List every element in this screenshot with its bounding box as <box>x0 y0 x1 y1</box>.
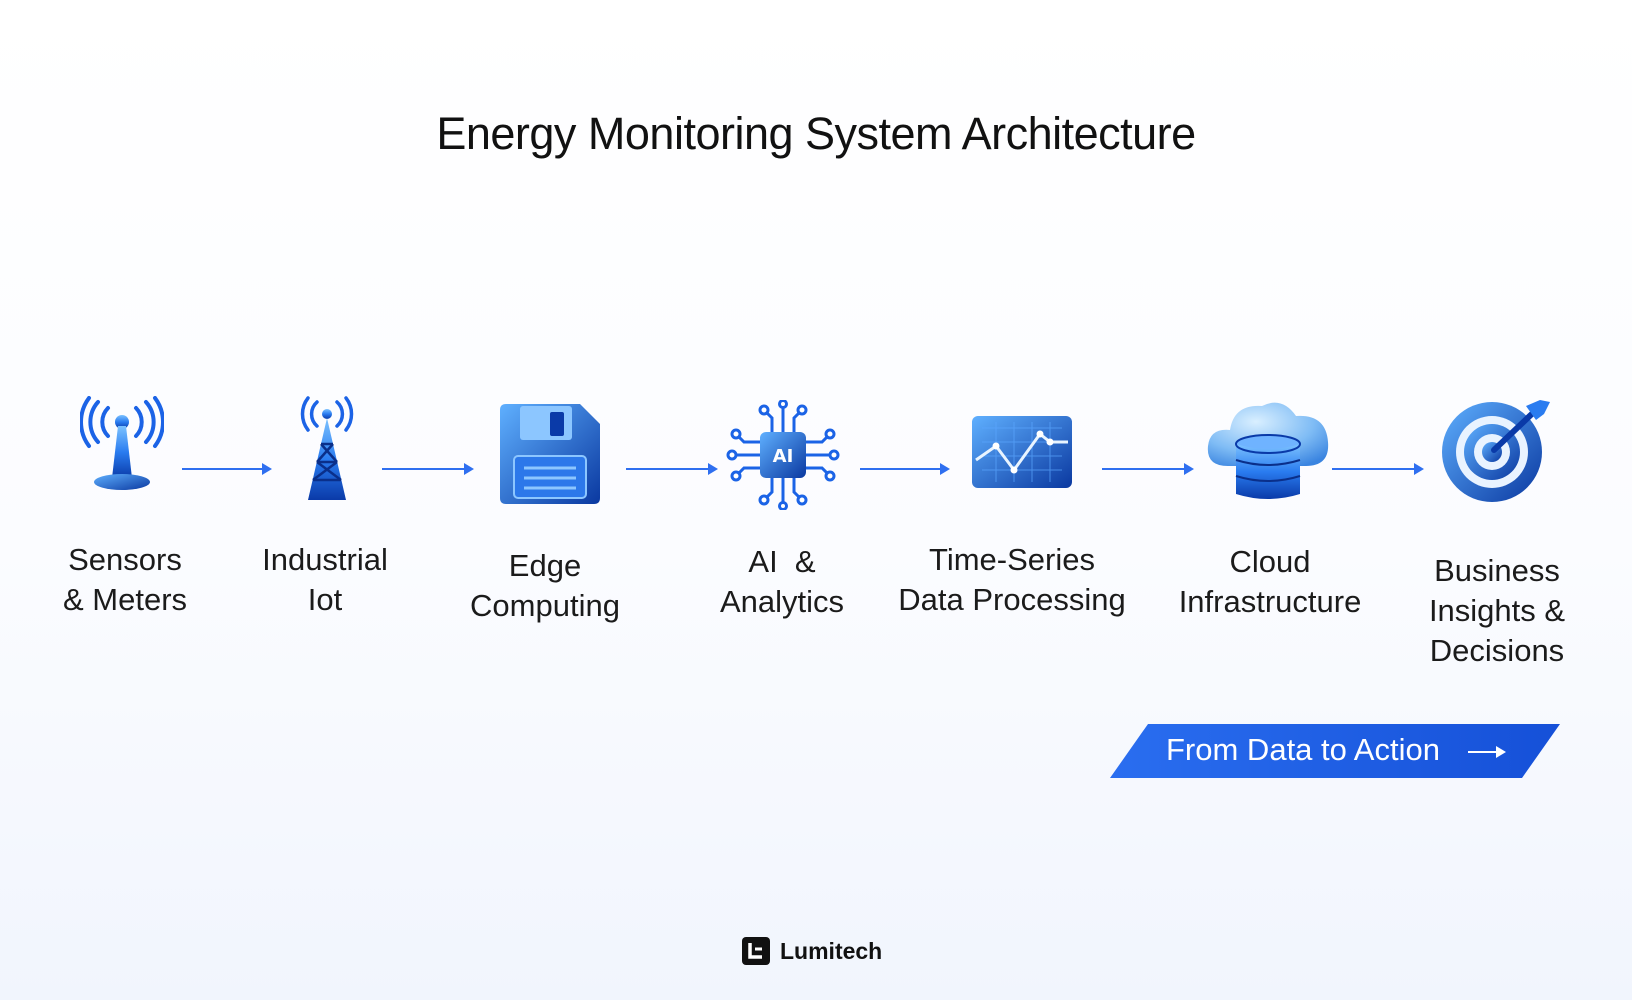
step-label-sensors: Sensors& Meters <box>62 542 188 617</box>
floppy-disk-icon <box>498 402 602 506</box>
banner-label: From Data to Action <box>1166 732 1440 767</box>
flow-arrow-5 <box>1102 463 1194 475</box>
antenna-icon <box>79 396 165 496</box>
arrow-right-icon <box>1468 746 1506 758</box>
brand-logo: Lumitech <box>742 936 882 966</box>
radio-tower-icon <box>290 396 364 504</box>
page-title: Energy Monitoring System Architecture <box>436 108 1196 159</box>
line-graph-monitor-icon <box>970 414 1074 490</box>
lumitech-logo-icon <box>742 937 770 965</box>
svg-text:AI: AI <box>773 446 794 467</box>
flow-arrow-1 <box>182 463 272 475</box>
flow-arrow-3 <box>626 463 718 475</box>
flow-arrow-6 <box>1332 463 1424 475</box>
cloud-database-icon <box>1204 396 1332 506</box>
brand-name: Lumitech <box>780 937 883 964</box>
target-icon <box>1440 398 1552 504</box>
from-data-to-action-banner: From Data to Action <box>1110 724 1560 778</box>
flow-arrow-2 <box>382 463 474 475</box>
step-label-ai-analytics: AI &Analytics <box>719 544 845 619</box>
ai-chip-icon: AI <box>726 399 840 511</box>
flow-arrow-4 <box>860 463 950 475</box>
